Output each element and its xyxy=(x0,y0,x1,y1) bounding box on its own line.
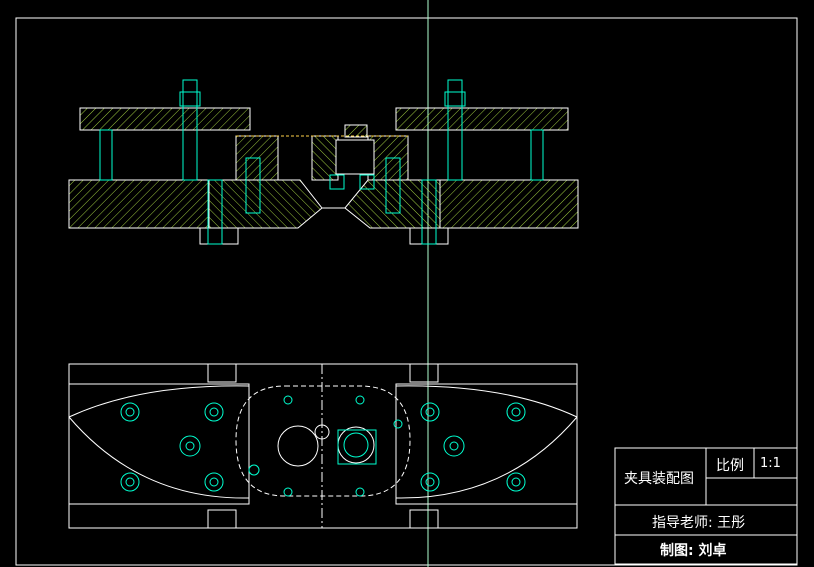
base-plate-left xyxy=(68,179,210,229)
instructor-label: 指导老师: 王彤 xyxy=(652,515,746,531)
title-block xyxy=(614,447,798,565)
plan-view xyxy=(68,363,578,529)
plan-left-jaw-region xyxy=(68,383,250,505)
plan-view-hex-bolts xyxy=(120,395,526,497)
drawing-border xyxy=(15,17,798,566)
base-center xyxy=(208,179,441,229)
base-plate-right xyxy=(439,179,579,229)
top-boss xyxy=(344,124,368,138)
workpiece-mid xyxy=(311,135,339,181)
drawing-title: 夹具装配图 xyxy=(624,471,694,487)
plan-right-jaw-region xyxy=(395,383,578,505)
front-section-view xyxy=(68,107,579,245)
right-clamp-plate xyxy=(395,107,569,131)
drafter-label: 制图: 刘卓 xyxy=(660,543,727,559)
front-view-bolts xyxy=(99,79,544,245)
scale-value: 1:1 xyxy=(760,456,781,471)
left-clamp-plate xyxy=(79,107,251,131)
plan-workpiece-dashed xyxy=(235,385,411,497)
scale-label: 比例 xyxy=(716,458,744,474)
plan-base-outline xyxy=(68,363,578,529)
